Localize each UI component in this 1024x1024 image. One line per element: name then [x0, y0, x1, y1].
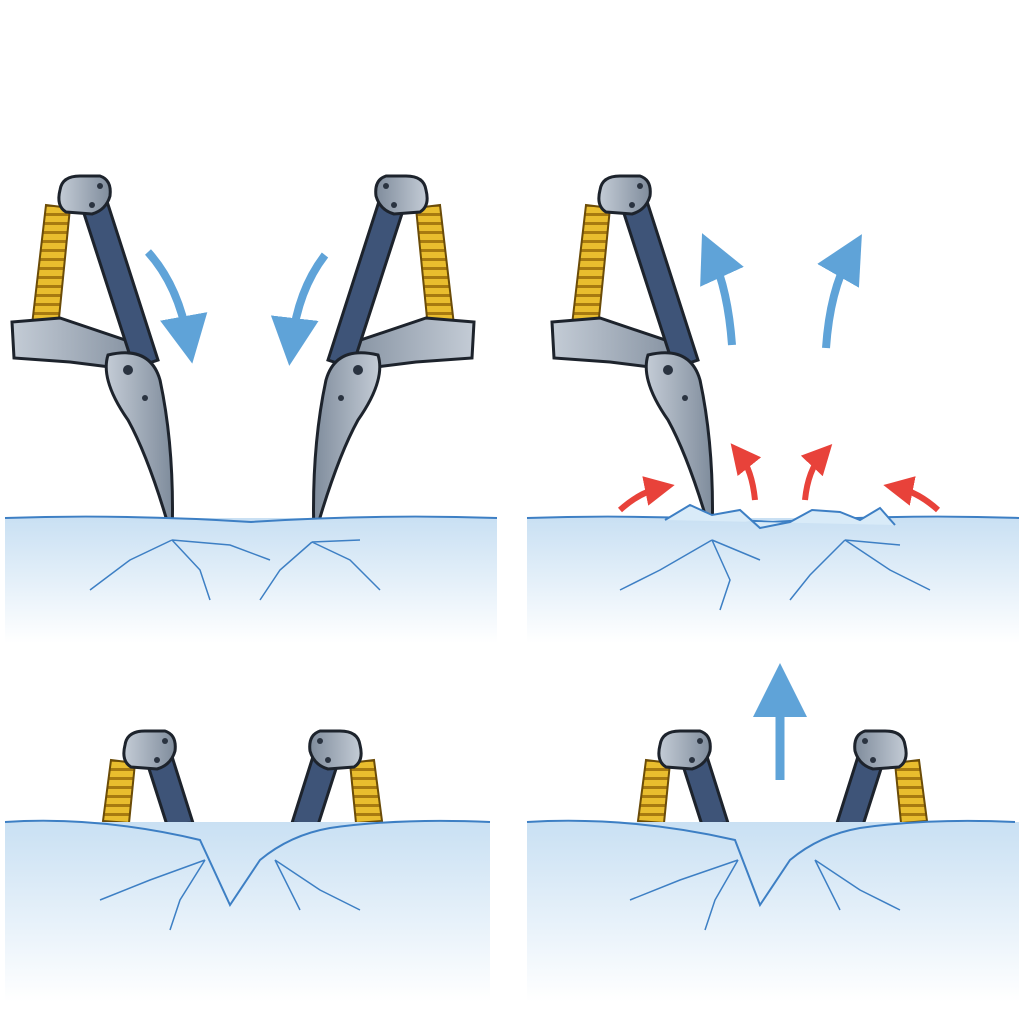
- ice-block: [4, 515, 498, 644]
- ice-cracks: [99, 859, 361, 931]
- red-arrow-icon: [617, 476, 675, 513]
- ice-block: [526, 515, 1020, 644]
- panel-release: [526, 174, 1020, 644]
- red-arrow-icon: [730, 443, 762, 501]
- panel-lift: [526, 663, 1019, 1002]
- left-claw: [101, 729, 195, 827]
- ice-fragments: [664, 503, 896, 530]
- left-claw: [10, 174, 174, 540]
- ice-block: [527, 822, 1019, 1002]
- panel-embedded: [4, 729, 491, 1002]
- ice-cracks: [89, 539, 381, 601]
- panel-grip: [4, 174, 498, 644]
- red-arrow-icon: [883, 476, 941, 513]
- arrow-down-left-icon: [270, 252, 329, 366]
- arrow-up-left-icon: [700, 233, 744, 346]
- left-claw: [636, 729, 730, 827]
- ice-block: [5, 822, 490, 1002]
- right-claw: [312, 174, 476, 540]
- ice-cracks: [619, 539, 931, 611]
- red-arrow-icon: [800, 444, 833, 501]
- right-claw: [290, 729, 384, 827]
- left-claw: [550, 174, 714, 540]
- right-claw: [835, 729, 929, 827]
- arrow-down-right-icon: [145, 249, 208, 364]
- ice-cracks: [629, 859, 901, 931]
- arrow-up-right-icon: [817, 234, 862, 349]
